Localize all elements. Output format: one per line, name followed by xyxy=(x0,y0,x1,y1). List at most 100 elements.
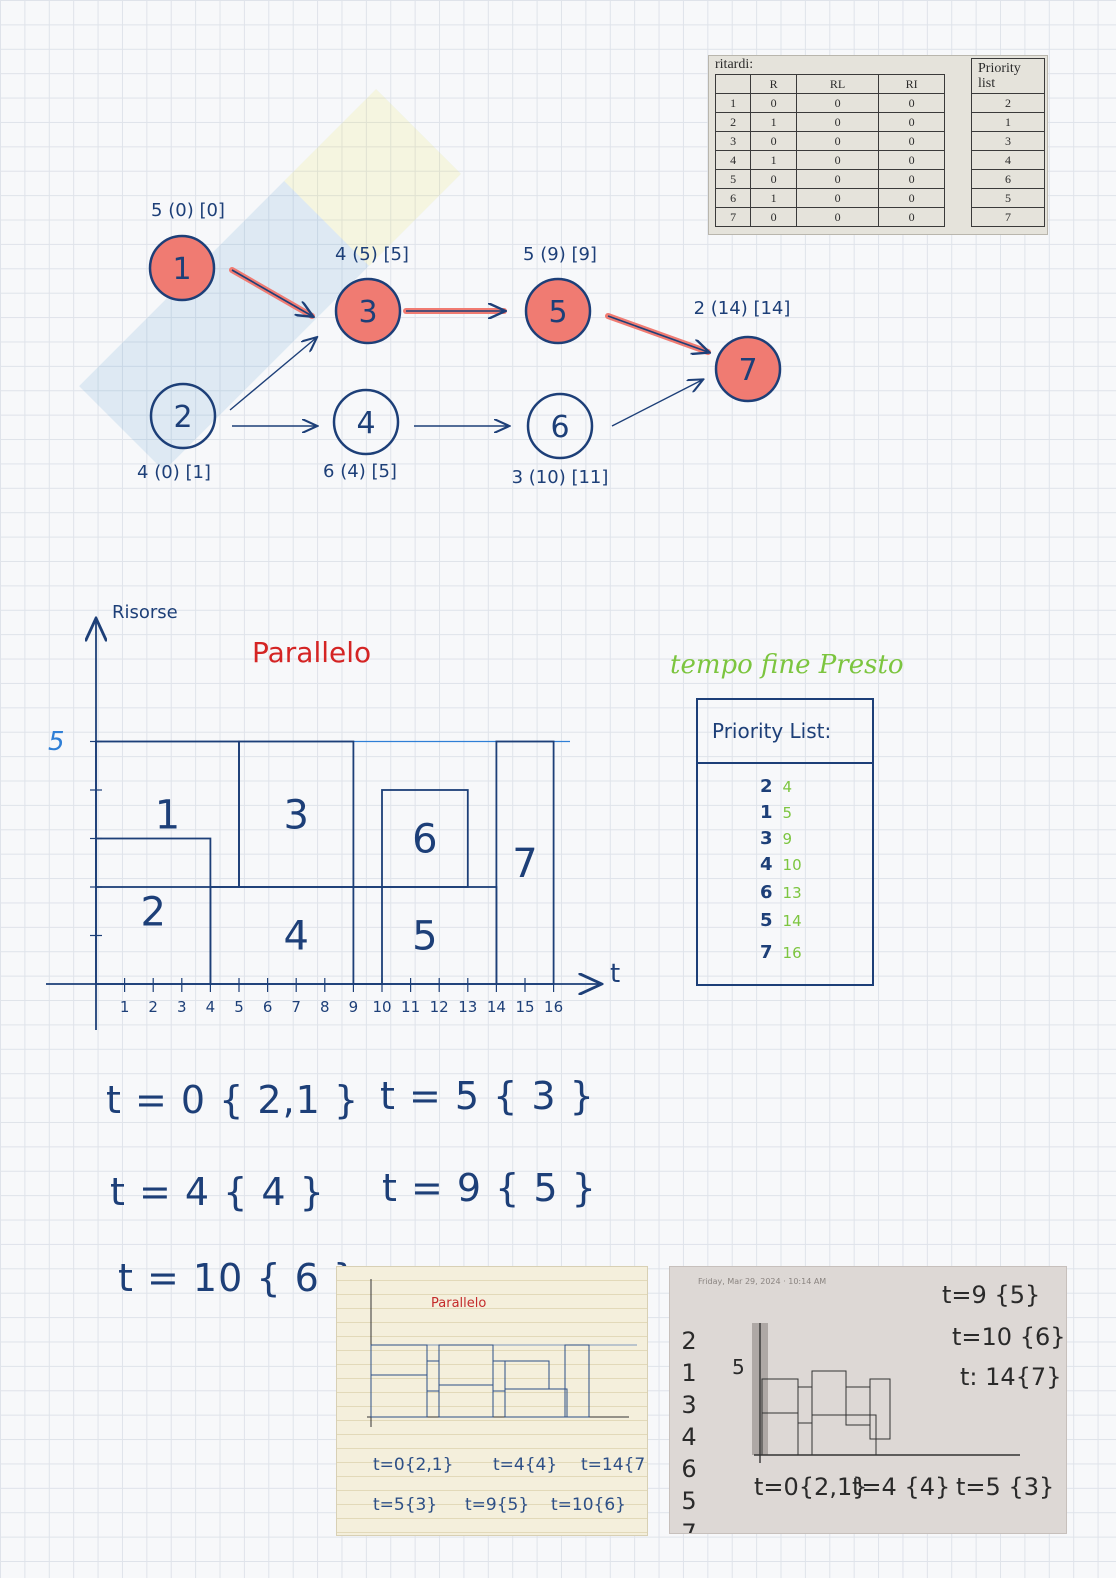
cell: 0 xyxy=(878,169,945,189)
x-tick-label: 2 xyxy=(148,998,158,1016)
notebook-note: t=10{6} xyxy=(551,1495,626,1515)
pencil-note: t=0{2,1} xyxy=(754,1473,868,1501)
node-6: 6 3 (10) [11] xyxy=(512,392,609,488)
notebook-note: t=0{2,1} xyxy=(373,1455,454,1475)
list-item: 7 xyxy=(681,1519,697,1534)
list-item: 7 xyxy=(971,207,1045,227)
pencil-note: t=10 {6} xyxy=(952,1323,1066,1351)
gantt-title: Parallelo xyxy=(252,636,371,669)
delay-table-header: R RL RI xyxy=(714,74,945,94)
x-tick-label: 1 xyxy=(120,998,130,1016)
node-4-id: 4 xyxy=(356,406,375,441)
list-item: 2 xyxy=(681,1327,697,1355)
node-7-id: 7 xyxy=(738,353,757,388)
node-6-id: 6 xyxy=(550,410,569,445)
delay-table-title: ritardi: xyxy=(715,57,754,72)
edge-1-3 xyxy=(231,269,312,316)
node-3: 3 4 (5) [5] xyxy=(334,244,409,345)
list-item: 6 xyxy=(681,1455,697,1483)
pencil-priority-list: 2 1 3 4 6 5 7 xyxy=(678,1325,700,1534)
pencil-sketch-photo: Friday, Mar 29, 2024 · 10:14 AM 2 1 3 4 … xyxy=(669,1266,1067,1534)
x-tick-label: 15 xyxy=(515,998,534,1016)
notebook-note: t=5{3} xyxy=(373,1495,438,1515)
edge-6-7 xyxy=(611,380,702,427)
x-tick-label: 7 xyxy=(291,998,301,1016)
pencil-note: t: 14{7} xyxy=(960,1363,1062,1391)
node-1-label: 5 (0) [0] xyxy=(151,200,225,221)
task-label-3: 3 xyxy=(283,792,308,838)
node-3-id: 3 xyxy=(358,295,377,330)
task-label-4: 4 xyxy=(283,914,308,960)
x-tick-label: 4 xyxy=(206,998,216,1016)
node-3-label: 4 (5) [5] xyxy=(335,244,409,265)
node-7-label: 2 (14) [14] xyxy=(694,298,791,319)
gantt-x-label: t xyxy=(610,959,620,989)
x-tick-label: 10 xyxy=(372,998,391,1016)
gantt-y-label: Risorse xyxy=(112,602,178,623)
list-item: 4 xyxy=(681,1423,697,1451)
resource-limit-label: 5 xyxy=(48,727,65,757)
node-5-id: 5 xyxy=(548,295,567,330)
event-note: t = 0 { 2,1 } xyxy=(106,1078,360,1122)
notebook-sketch: Parallelo xyxy=(367,1279,637,1427)
node-5-label: 5 (9) [9] xyxy=(523,244,597,265)
node-2-label: 4 (0) [1] xyxy=(137,462,211,483)
pencil-axis-label: 5 xyxy=(732,1355,745,1379)
task-label-6: 6 xyxy=(412,817,437,863)
node-5: 5 5 (9) [9] xyxy=(523,244,597,345)
node-4: 4 6 (4) [5] xyxy=(323,388,400,482)
node-2: 2 4 (0) [1] xyxy=(137,382,217,483)
task-block-7 xyxy=(495,740,555,985)
notebook-photo: Parallelo t=0{2,1} t=4{4} t=14{7} t=5{3}… xyxy=(336,1266,648,1536)
node-1: 1 5 (0) [0] xyxy=(148,200,225,302)
photo-header: Friday, Mar 29, 2024 · 10:14 AM xyxy=(698,1277,827,1286)
event-note: t = 5 { 3 } xyxy=(380,1074,595,1118)
task-label-2: 2 xyxy=(140,889,165,935)
x-tick-label: 5 xyxy=(234,998,244,1016)
pencil-gantt xyxy=(752,1323,1020,1463)
event-note: t = 9 { 5 } xyxy=(382,1166,597,1210)
delay-col-ri: RI xyxy=(878,74,945,94)
priority-list-heading: Priority List: xyxy=(698,700,872,764)
cell: 7 xyxy=(714,207,752,227)
notebook-note: t=9{5} xyxy=(465,1495,530,1515)
x-tick-label: 9 xyxy=(349,998,359,1016)
cell: 4 xyxy=(714,150,752,170)
x-tick-label: 6 xyxy=(263,998,273,1016)
node-2-id: 2 xyxy=(173,400,192,435)
priority-box-title: tempo fine Presto xyxy=(670,650,904,680)
edge-5-7 xyxy=(607,315,708,352)
notebook-note: t=4{4} xyxy=(493,1455,558,1475)
node-4-label: 6 (4) [5] xyxy=(323,461,397,482)
x-tick-label: 12 xyxy=(430,998,449,1016)
pencil-note: t=4 {4} xyxy=(852,1473,951,1501)
event-note: t = 10 { 6 } xyxy=(118,1256,359,1300)
node-6-label: 3 (10) [11] xyxy=(512,467,609,488)
list-item: 3 xyxy=(681,1391,697,1419)
cell: 0 xyxy=(878,207,945,227)
notebook-note: t=14{7} xyxy=(581,1455,647,1475)
task-label-1: 1 xyxy=(155,792,180,838)
node-1-id: 1 xyxy=(172,252,191,287)
task-block-3 xyxy=(238,740,355,888)
edge-2-3 xyxy=(229,338,316,411)
list-item: 1 xyxy=(681,1359,697,1387)
activity-network: 1 5 (0) [0] 3 4 (5) [5] 5 5 (9) [9] 7 2 … xyxy=(137,200,791,488)
x-tick-label: 13 xyxy=(458,998,477,1016)
list-item: 5 xyxy=(681,1487,697,1515)
pencil-note: t=5 {3} xyxy=(956,1473,1055,1501)
